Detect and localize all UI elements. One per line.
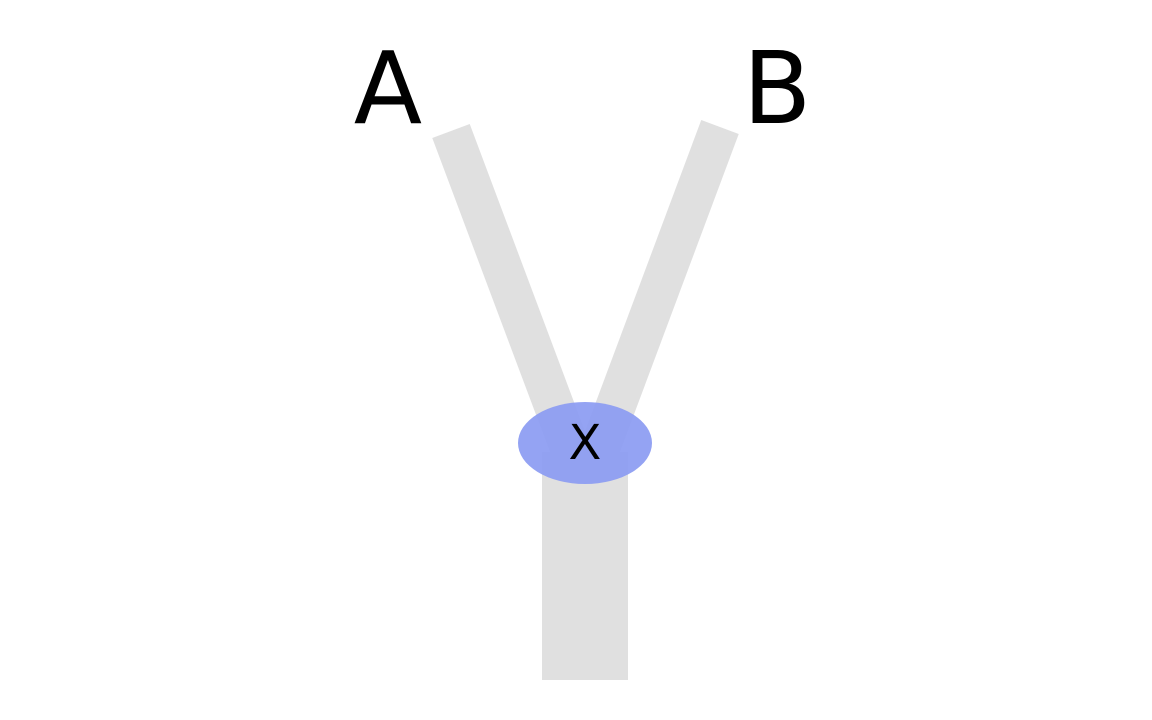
branch-a-label: A [354,30,422,147]
stem-bar [542,452,628,680]
branch-b-label: B [743,30,812,147]
junction-node-x [518,402,652,484]
junction-label: X [569,415,602,471]
